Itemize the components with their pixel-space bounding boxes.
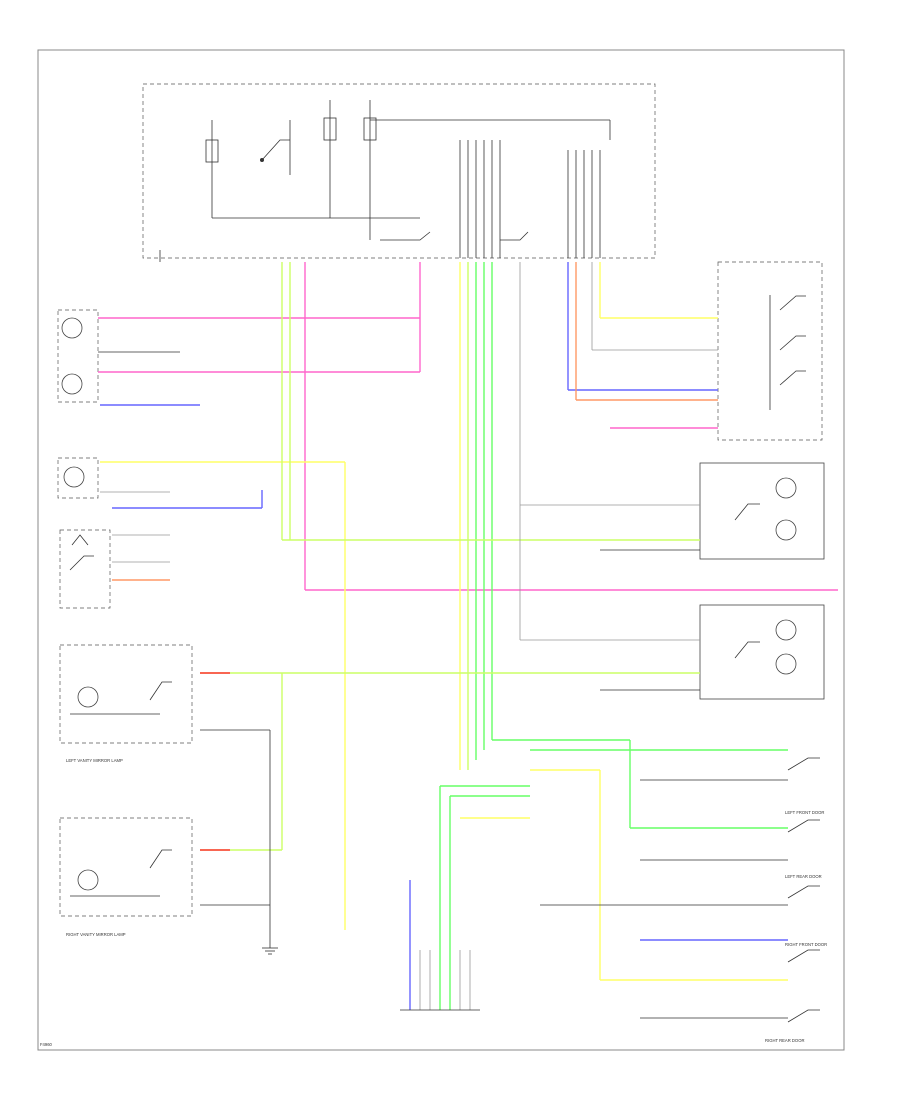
rear-interior-lamp (57, 309, 99, 403)
left-vanity-lamp-label: LEFT VANITY MIRROR LAMP (66, 758, 123, 763)
ground-symbol-g300 (262, 940, 278, 955)
right-front-door-label: RIGHT FRONT DOOR (785, 942, 827, 947)
right-rear-door-label: RIGHT REAR DOOR (765, 1038, 804, 1043)
right-vanity-mirror-lamp (59, 817, 193, 917)
door-switches (787, 757, 820, 1023)
module-internal-circuit (205, 100, 611, 258)
luggage-compartment-switch (59, 529, 111, 609)
luggage-compartment-lamp (57, 457, 99, 499)
master-switch (717, 261, 823, 441)
page-label: F4960 (40, 1042, 53, 1047)
left-front-door-label: LEFT FRONT DOOR (785, 810, 824, 815)
rear-overhead-lamp-assembly (699, 604, 825, 700)
wire-harness (98, 262, 838, 1019)
page-frame (37, 49, 845, 1051)
left-vanity-mirror-lamp (59, 644, 193, 744)
smart-junction-box-outline (142, 83, 656, 259)
right-vanity-lamp-label: RIGHT VANITY MIRROR LAMP (66, 932, 126, 937)
left-front-overhead-lamp-assembly (699, 462, 825, 560)
left-rear-door-label: LEFT REAR DOOR (785, 874, 822, 879)
